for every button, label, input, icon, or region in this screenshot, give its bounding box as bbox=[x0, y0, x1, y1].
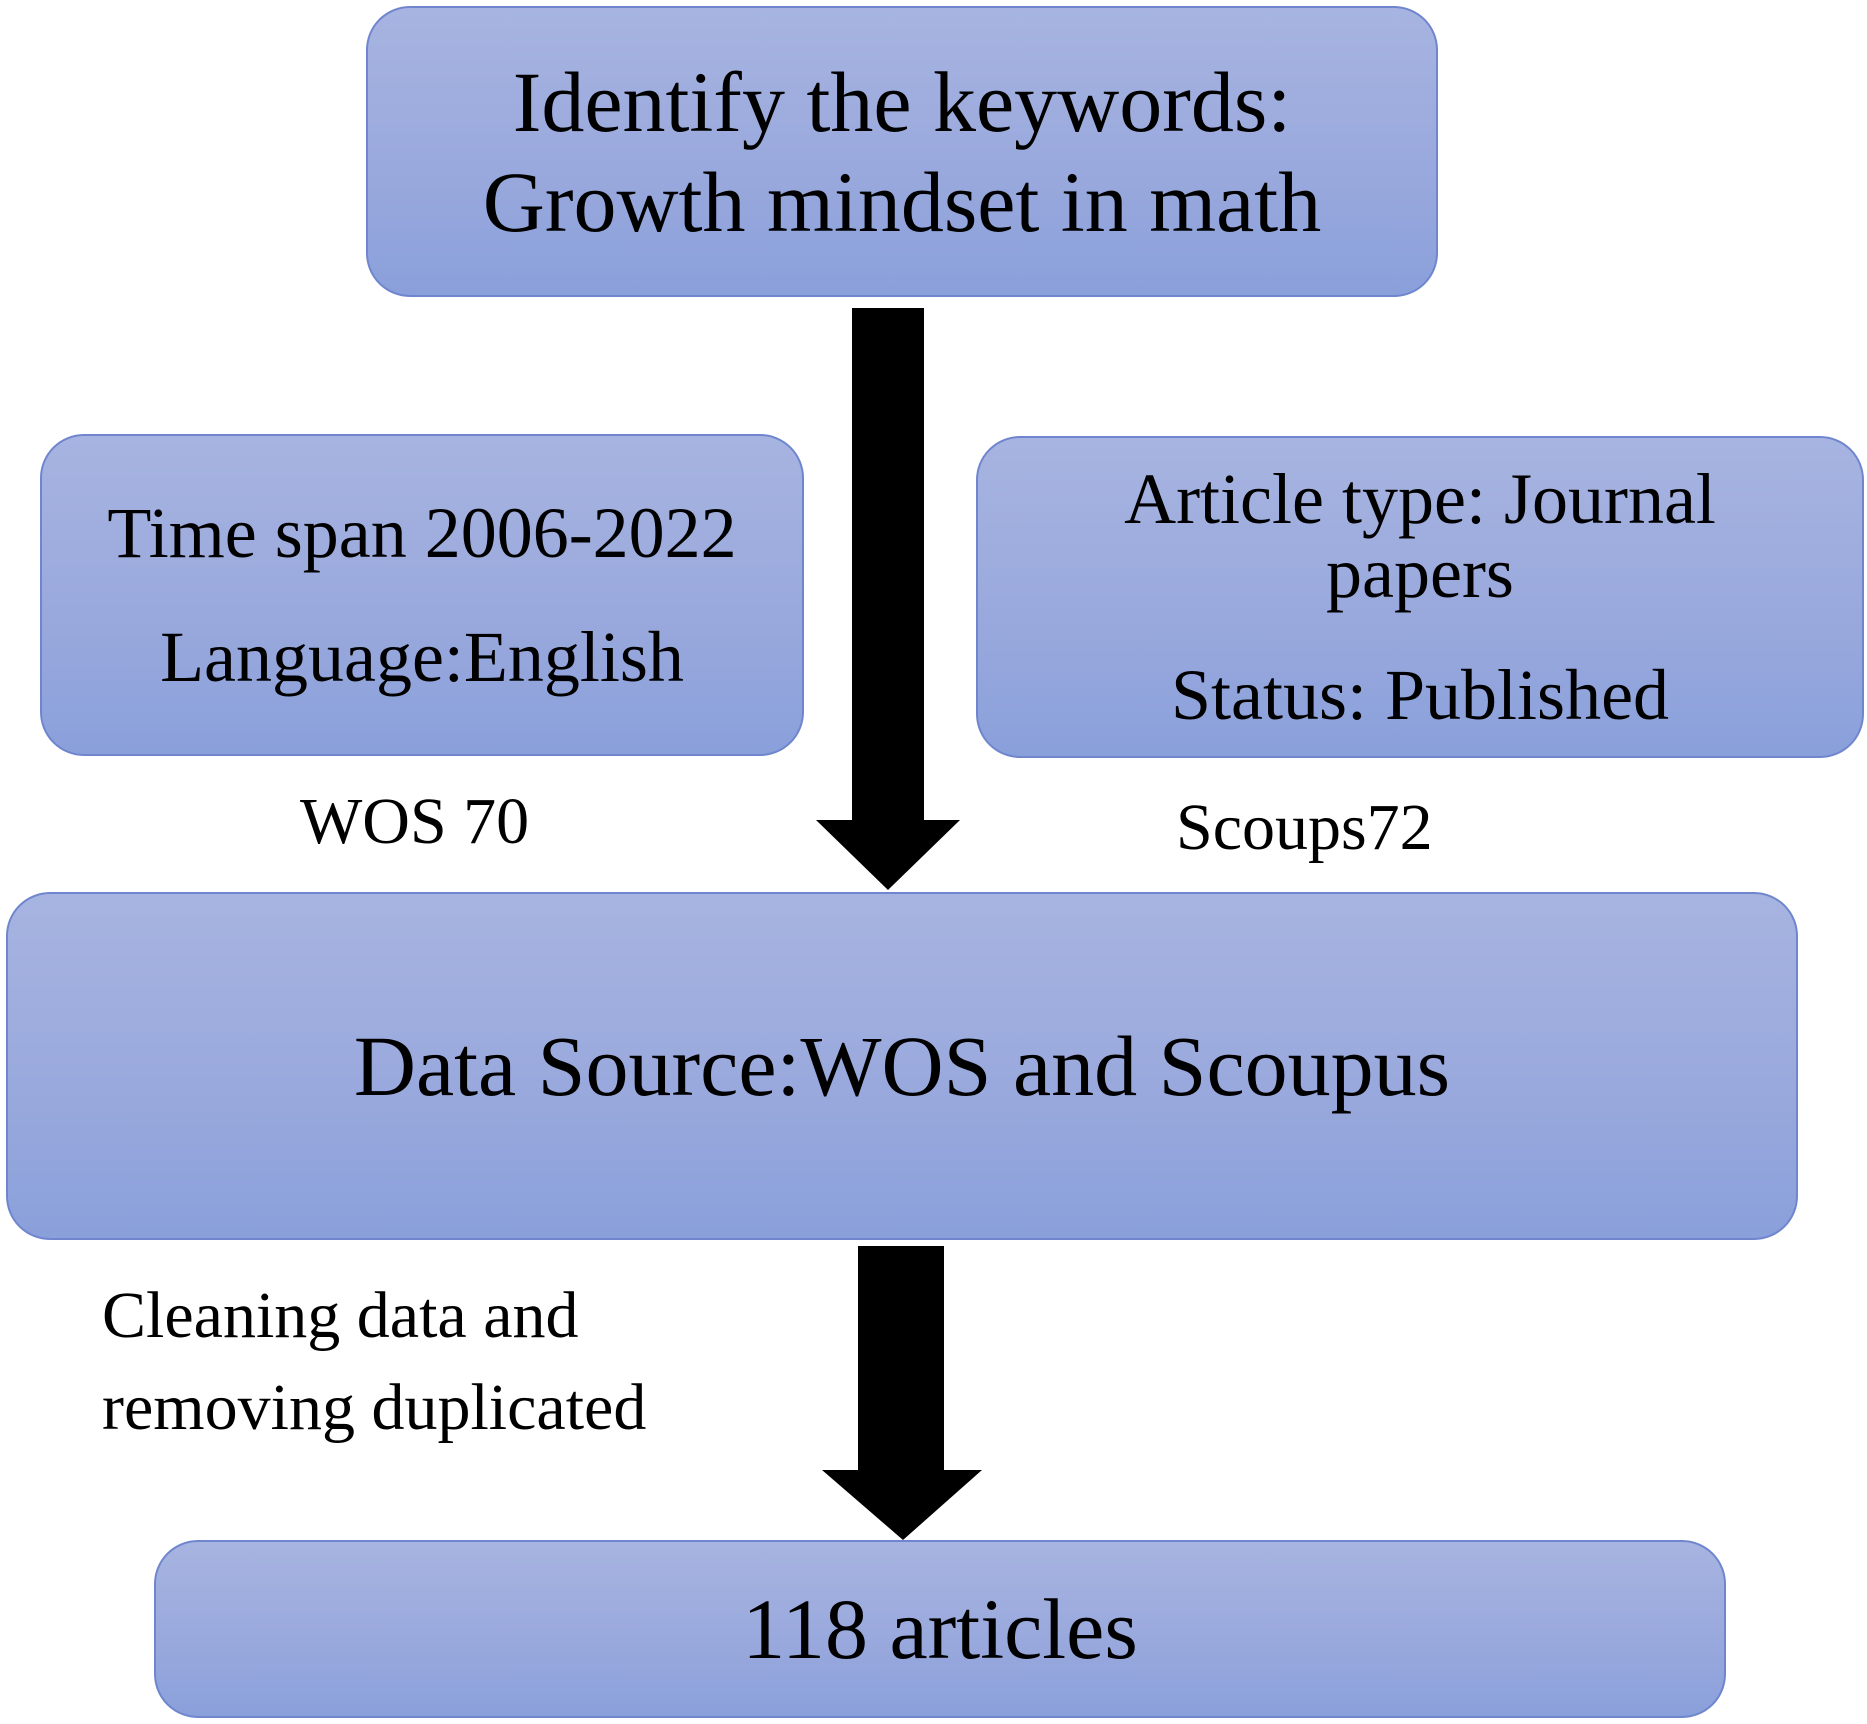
cleaning-line-2: removing duplicated bbox=[102, 1371, 647, 1444]
wos-count-label: WOS 70 bbox=[300, 785, 530, 858]
language-text: Language:English bbox=[160, 617, 684, 697]
data-source-box: Data Source:WOS and Scoupus bbox=[6, 892, 1798, 1240]
scopus-count-label: Scoups72 bbox=[1176, 791, 1433, 864]
time-language-box: Time span 2006-2022 Language:English bbox=[40, 434, 804, 756]
result-box: 118 articles bbox=[154, 1540, 1726, 1718]
status-text: Status: Published bbox=[1170, 655, 1670, 735]
cleaning-line-1: Cleaning data and bbox=[102, 1279, 579, 1352]
arrow-source-to-articles bbox=[822, 1246, 982, 1540]
article-type-line-1: Article type: Journal bbox=[1124, 459, 1716, 539]
arrow-keywords-to-source bbox=[816, 308, 960, 890]
time-span-text: Time span 2006-2022 bbox=[107, 493, 737, 573]
article-type-line-2: papers bbox=[1326, 533, 1514, 613]
keywords-line-1: Identify the keywords: bbox=[512, 53, 1292, 150]
result-text: 118 articles bbox=[742, 1581, 1138, 1677]
article-status-box: Article type: Journal papers Status: Pub… bbox=[976, 436, 1864, 758]
cleaning-label: Cleaning data and removing duplicated bbox=[102, 1270, 646, 1454]
data-source-text: Data Source:WOS and Scoupus bbox=[353, 1018, 1451, 1114]
keywords-line-2: Growth mindset in math bbox=[482, 153, 1322, 250]
keywords-box: Identify the keywords: Growth mindset in… bbox=[366, 6, 1438, 297]
